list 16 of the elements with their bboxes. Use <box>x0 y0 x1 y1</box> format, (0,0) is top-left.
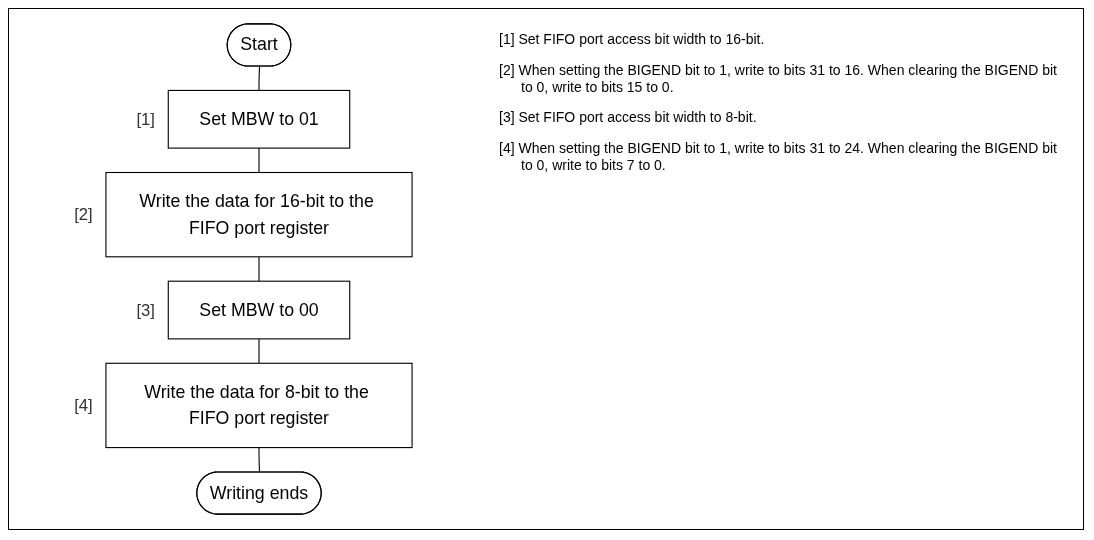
note-text: [4] When setting the BIGEND bit to 1, write to bits 31 to 24. When clearing the BIGEND bit to 0, write to bits 7 to 0. <box>499 140 1058 174</box>
node-box: Set MBW to 01 <box>167 89 351 149</box>
connector <box>258 147 260 174</box>
connector <box>258 256 260 282</box>
step-number: [4] <box>74 395 93 415</box>
connector <box>258 338 260 364</box>
connector <box>258 66 261 91</box>
note-text: [1] Set FIFO port access bit width to 16-bit. <box>499 31 766 48</box>
node-box: Write the data for 8-bit to the FIFO port register <box>105 362 413 449</box>
step-number: [2] <box>74 205 93 225</box>
node-box: Set MBW to 00 <box>167 280 351 340</box>
step-number: [3] <box>136 300 155 320</box>
node-box: Write the data for 16-bit to the FIFO port register <box>105 171 413 258</box>
step-number: [1] <box>136 109 155 129</box>
note-text: [3] Set FIFO port access bit width to 8-bit. <box>499 109 758 127</box>
note-text: [2] When setting the BIGEND bit to 1, write to bits 31 to 16. When clearing the BIGEND bit to 0, write to bits 15 to 0. <box>499 61 1058 96</box>
